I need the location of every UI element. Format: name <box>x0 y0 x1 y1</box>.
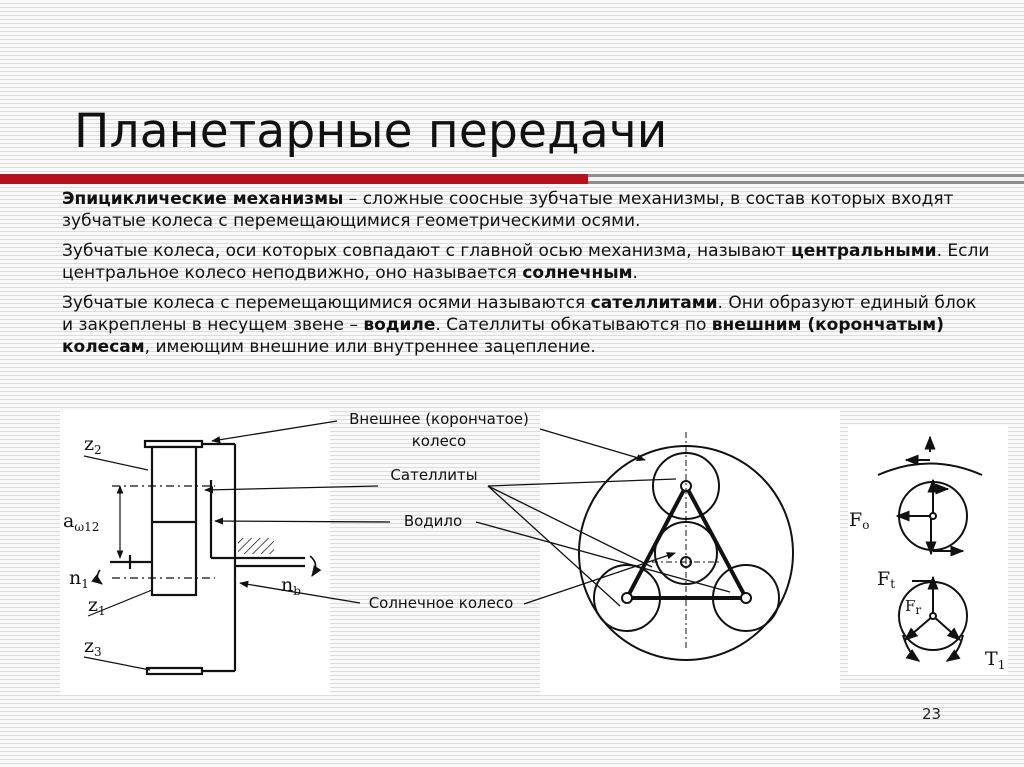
paragraph-text: Зубчатые колеса с перемещающимися осями … <box>62 293 591 313</box>
label-ring-gear-line2: колесо <box>412 432 466 450</box>
label-Ft: Ft <box>877 568 895 591</box>
paragraph-text: . <box>632 263 638 283</box>
center-axis-dashes <box>652 432 720 650</box>
leader-z3 <box>83 656 151 671</box>
slide-body: Эпициклические механизмы – сложные соосн… <box>62 188 992 366</box>
leader-z2 <box>83 455 149 471</box>
force-diagram-bottom <box>898 575 968 662</box>
term-epicyclic: Эпициклические механизмы <box>62 189 344 209</box>
label-n1: n1 <box>69 567 89 591</box>
title-divider <box>0 174 1024 184</box>
term-central: центральными <box>791 241 937 261</box>
paragraph-text: . Они образуют единый блок и закреплены … <box>62 293 977 335</box>
term-carrier: водиле <box>363 315 436 335</box>
term-ring-gears: внешним (корончатым) колесам <box>62 315 944 357</box>
paragraph-text: Зубчатые колеса, оси которых совпадают с… <box>62 241 792 261</box>
rotation-arrow-n1 <box>91 569 103 585</box>
label-sun-gear: Солнечное колесо <box>369 594 514 612</box>
label-satellites: Сателлиты <box>390 466 477 484</box>
rotation-arrow-nb <box>309 555 322 577</box>
label-carrier: Водило <box>404 512 462 530</box>
paragraph-text: . Сателлиты обкатываются по <box>435 315 712 335</box>
bearing-hatch <box>238 538 274 554</box>
slide-title: Планетарные передачи <box>74 104 668 159</box>
label-Fo: Fo <box>849 509 869 532</box>
term-satellites: сателлитами <box>590 293 718 313</box>
force-diagram-top <box>877 435 983 557</box>
page-number: 23 <box>922 705 942 723</box>
paragraph-satellites: Зубчатые колеса с перемещающимися осями … <box>62 292 992 358</box>
paragraph-text: – сложные соосные зубчатые механизмы, в … <box>62 189 954 231</box>
paragraph-text: . Если центральное колесо неподвижно, он… <box>62 241 990 283</box>
paragraph-epicyclic: Эпициклические механизмы – сложные соосн… <box>62 188 992 232</box>
label-z2: z2 <box>84 433 102 457</box>
label-aw12: aω12 <box>63 510 99 534</box>
leader-z1 <box>87 589 153 617</box>
label-T1: T1 <box>985 648 1005 672</box>
paragraph-text: , имеющим внешние или внутреннее зацепле… <box>144 337 596 357</box>
center-drawing-panel <box>540 410 840 695</box>
label-z3: z3 <box>84 635 102 659</box>
kinematic-scheme <box>110 439 305 676</box>
term-sun: солнечным <box>522 263 633 283</box>
planetary-gear-figure: z2 aω12 n1 z1 z3 nb Внешнее (корончатое)… <box>60 410 1008 695</box>
axis-lines <box>112 485 215 579</box>
label-ring-gear-line1: Внешнее (корончатое) <box>349 410 529 428</box>
label-Fr: Fr <box>905 597 921 617</box>
paragraph-central: Зубчатые колеса, оси которых совпадают с… <box>62 240 992 284</box>
